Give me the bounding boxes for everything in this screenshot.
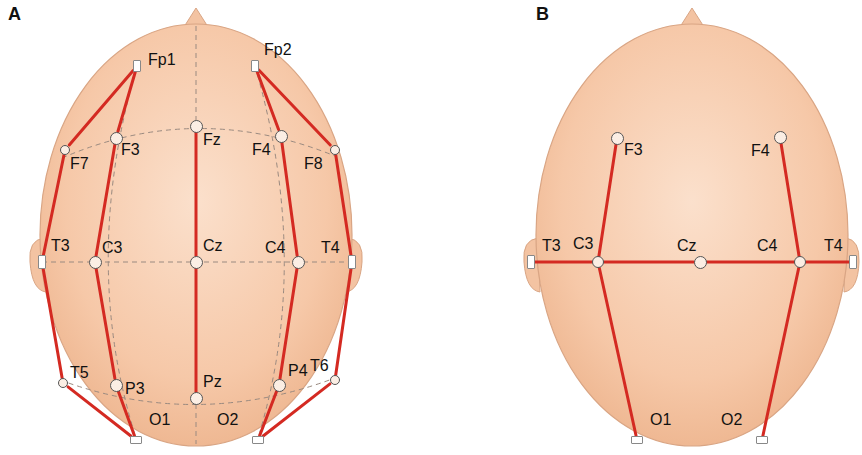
- electrode-label: Fp1: [148, 51, 176, 69]
- montage-line: [196, 269, 197, 392]
- montage-line: [806, 262, 849, 263]
- montage-line: [763, 268, 799, 436]
- montage-line: [259, 70, 330, 145]
- electrode-label: T5: [70, 364, 89, 382]
- electrode-label: F3: [121, 141, 140, 159]
- electrode-label: Cz: [677, 237, 697, 255]
- electrode: F3: [110, 132, 123, 145]
- electrode-label: T6: [310, 357, 329, 375]
- electrode-label: O2: [721, 411, 742, 429]
- electrode-label: T4: [824, 237, 843, 255]
- electrode-label: P4: [288, 362, 308, 380]
- electrode: F7: [60, 145, 70, 155]
- head-b: [524, 8, 859, 446]
- electrode: O1: [631, 436, 643, 444]
- electrode: P4: [273, 379, 286, 392]
- electrode: P3: [110, 379, 123, 392]
- electrode-label: F3: [624, 141, 643, 159]
- electrode: Fz: [190, 120, 203, 133]
- electrode-label: T3: [51, 237, 70, 255]
- electrode-label: F4: [751, 142, 770, 160]
- electrode-label: Cz: [203, 237, 223, 255]
- montage-line: [68, 387, 131, 436]
- electrode: C4: [292, 256, 305, 269]
- electrode-label: F8: [304, 155, 323, 173]
- electrode: T4: [348, 255, 356, 269]
- panel-letter: A: [8, 4, 21, 25]
- montage-line: [707, 262, 795, 263]
- electrode-label: O1: [650, 411, 671, 429]
- electrode: T5: [58, 378, 68, 388]
- electrode-label: F4: [252, 141, 271, 159]
- electrode: Cz: [190, 256, 203, 269]
- electrode: F3: [611, 132, 624, 145]
- electrode-label: C4: [265, 239, 285, 257]
- electrode: T3: [527, 255, 535, 269]
- electrode-label: C3: [102, 239, 122, 257]
- montage-line: [43, 269, 62, 378]
- electrode: Cz: [694, 256, 707, 269]
- montage-line: [96, 269, 115, 379]
- electrode: O1: [130, 436, 142, 444]
- electrode-label: O2: [217, 411, 238, 429]
- electrode: T4: [849, 255, 857, 269]
- electrode: T6: [330, 375, 340, 385]
- electrode: O2: [252, 436, 264, 444]
- electrode-label: Fz: [203, 131, 221, 149]
- electrode: Fp2: [251, 60, 259, 72]
- montage-line: [599, 268, 636, 436]
- montage-line: [118, 392, 134, 437]
- electrode: C3: [592, 256, 604, 268]
- electrode-label: C3: [573, 235, 593, 253]
- montage-line: [599, 145, 616, 257]
- electrode-label: O1: [149, 411, 170, 429]
- panel-letter: B: [536, 4, 549, 25]
- electrode: C4: [794, 256, 806, 268]
- electrode: O2: [756, 436, 768, 444]
- electrode-label: C4: [757, 237, 777, 255]
- montage-line: [781, 144, 799, 257]
- electrode: C3: [89, 256, 102, 269]
- head-a: [30, 8, 362, 446]
- electrode-label: F7: [70, 155, 89, 173]
- montage-line: [282, 143, 297, 256]
- electrode-label: Fp2: [264, 41, 292, 59]
- electrode: F8: [330, 145, 340, 155]
- electrode: Pz: [190, 392, 203, 405]
- montage-line: [336, 269, 351, 375]
- electrode: F4: [275, 130, 288, 143]
- electrode: T3: [38, 255, 46, 269]
- montage-line: [96, 145, 115, 256]
- montage-line: [535, 262, 592, 263]
- montage-line: [263, 384, 330, 436]
- montage-line: [118, 72, 135, 132]
- electrode-label: T4: [321, 239, 340, 257]
- electrode-label: T3: [542, 237, 561, 255]
- electrode-label: P3: [125, 380, 145, 398]
- electrode: Fp1: [133, 60, 141, 72]
- electrode: F4: [774, 131, 787, 144]
- montage-line: [604, 262, 694, 263]
- electrode-label: Pz: [203, 373, 222, 391]
- montage-line: [196, 133, 197, 256]
